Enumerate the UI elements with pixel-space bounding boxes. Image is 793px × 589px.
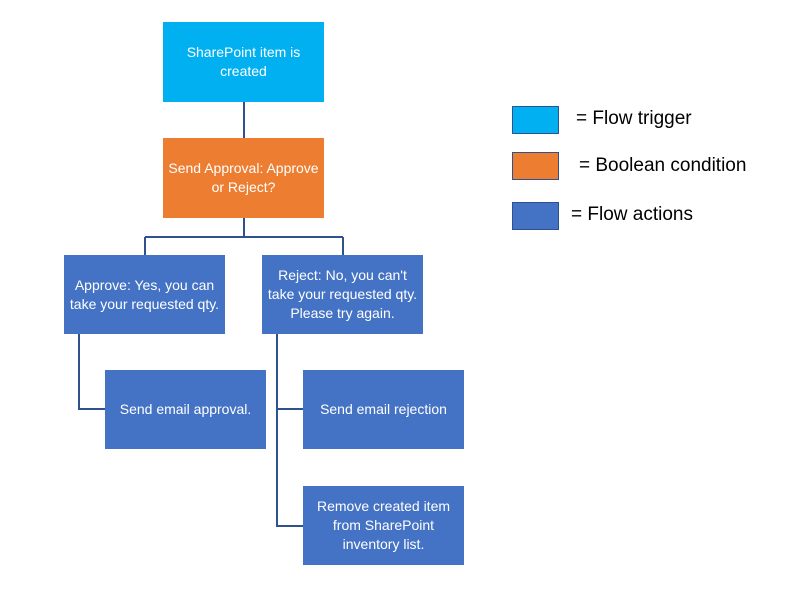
approve-branch-node: Approve: Yes, you can take your requeste… xyxy=(64,255,225,334)
reject-branch-node: Reject: No, you can't take your requeste… xyxy=(262,255,423,334)
remove-item-node: Remove created item from SharePoint inve… xyxy=(303,486,464,565)
boolean-condition-label: Send Approval: Approve or Reject? xyxy=(168,160,319,195)
legend-swatch-trigger xyxy=(512,106,559,134)
connector-reject-remove xyxy=(276,409,303,527)
send-email-approval-node: Send email approval. xyxy=(105,370,266,449)
connector-reject-rejection xyxy=(276,334,303,410)
approve-branch-label: Approve: Yes, you can take your requeste… xyxy=(69,276,220,312)
send-email-approval-label: Send email approval. xyxy=(119,401,252,417)
reject-branch-label: Reject: No, you can't take your requeste… xyxy=(267,267,418,321)
legend-label-actions: = Flow actions xyxy=(571,204,693,225)
send-email-rejection-node: Send email rejection xyxy=(303,370,464,449)
remove-item-label: Remove created item from SharePoint inve… xyxy=(316,498,451,552)
connector-approve-email xyxy=(78,334,105,410)
flow-trigger-node: SharePoint item is created xyxy=(163,22,324,102)
boolean-condition-node: Send Approval: Approve or Reject? xyxy=(163,138,324,218)
legend-label-trigger: = Flow trigger xyxy=(576,108,692,129)
flow-trigger-label: SharePoint item is created xyxy=(186,44,301,79)
legend-swatch-actions xyxy=(512,202,559,230)
legend-swatch-condition xyxy=(512,152,559,180)
legend-label-condition: = Boolean condition xyxy=(579,155,747,176)
send-email-rejection-label: Send email rejection xyxy=(320,401,447,417)
